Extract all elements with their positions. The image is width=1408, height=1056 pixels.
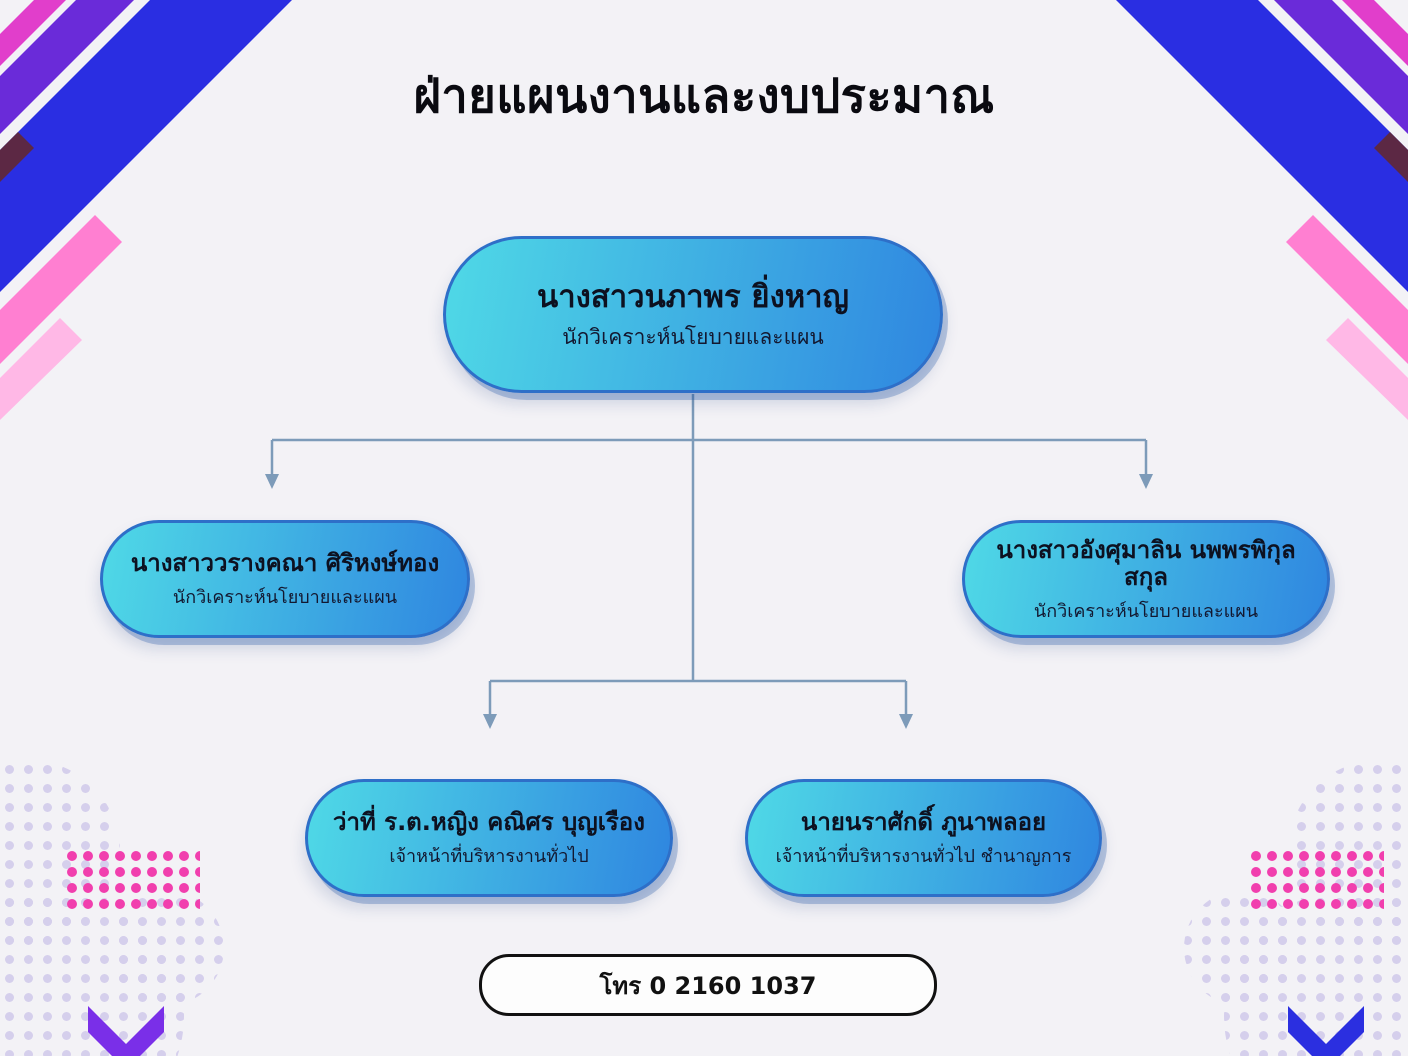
person-name: นางสาววรางคณา ศิริหงษ์ทอง (130, 549, 440, 578)
org-node-right: นางสาวอังศุมาลิน นพพรพิกุลสกุล นักวิเครา… (962, 520, 1330, 638)
person-role: นักวิเคราะห์นโยบายและแผน (562, 324, 824, 349)
person-role: เจ้าหน้าที่บริหารงานทั่วไป ชำนาญการ (775, 845, 1072, 867)
org-node-head: นางสาวนภาพร ยิ่งหาญ นักวิเคราะห์นโยบายแล… (443, 236, 943, 393)
page-title: ฝ่ายแผนงานและงบประมาณ (413, 69, 995, 124)
org-node-bottom-left: ว่าที่ ร.ต.หญิง คณิศร บุญเรือง เจ้าหน้าท… (305, 779, 673, 897)
person-role: นักวิเคราะห์นโยบายและแผน (1033, 600, 1259, 622)
org-node-bottom-right: นายนราศักดิ์ ภูนาพลอย เจ้าหน้าที่บริหารง… (745, 779, 1102, 897)
person-name: ว่าที่ ร.ต.หญิง คณิศร บุญเรือง (333, 808, 645, 837)
person-name: นางสาวนภาพร ยิ่งหาญ (537, 279, 849, 316)
phone-label: โทร 0 2160 1037 (599, 971, 817, 1000)
person-name: นายนราศักดิ์ ภูนาพลอย (800, 808, 1047, 837)
person-role: นักวิเคราะห์นโยบายและแผน (172, 586, 398, 608)
person-name: นางสาวอังศุมาลิน นพพรพิกุลสกุล (996, 535, 1296, 592)
person-role: เจ้าหน้าที่บริหารงานทั่วไป (389, 845, 589, 867)
org-node-left: นางสาววรางคณา ศิริหงษ์ทอง นักวิเคราะห์นโ… (100, 520, 470, 638)
phone-pill: โทร 0 2160 1037 (479, 954, 937, 1016)
